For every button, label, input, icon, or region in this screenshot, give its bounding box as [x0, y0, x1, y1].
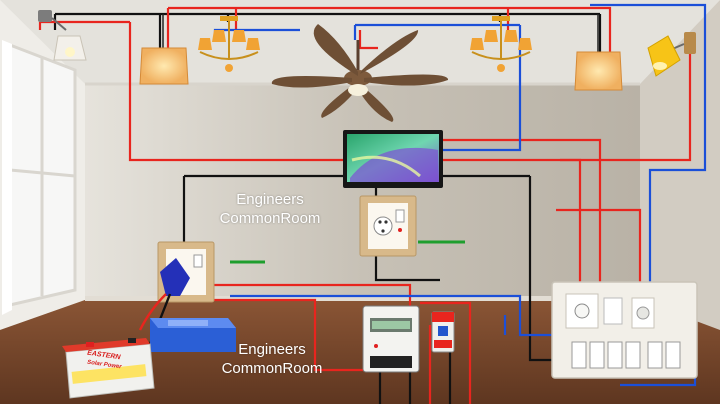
inverter-icon: [150, 318, 236, 352]
chandelier-icon: [470, 16, 532, 72]
circuit-breaker-icon: [431, 311, 455, 353]
wall-lamp-icon: [647, 32, 696, 77]
ceiling-fan-icon: [271, 24, 449, 122]
watermark-bottom: Engineers CommonRoom: [207, 340, 337, 378]
wall-lamp-icon: [38, 10, 87, 61]
window-icon: [2, 40, 77, 315]
switchboard-icon: [551, 281, 698, 379]
television-icon: [343, 130, 443, 188]
earth-wires: [230, 240, 465, 264]
watermark-line: Engineers: [236, 191, 304, 208]
energy-meter-icon: [362, 305, 420, 373]
watermark-line: CommonRoom: [219, 210, 321, 227]
pendant-lamp-icon: [574, 14, 623, 91]
pendant-lamp-icon: [139, 14, 189, 85]
battery-icon: [62, 338, 155, 399]
watermark-line: Engineers: [238, 341, 306, 358]
right-wall: [640, 0, 720, 330]
watermark-top: Engineers CommonRoom: [210, 190, 330, 228]
chandelier-icon: [198, 16, 260, 72]
watermark-line: CommonRoom: [221, 360, 323, 377]
socket-board-icon: [359, 195, 417, 257]
